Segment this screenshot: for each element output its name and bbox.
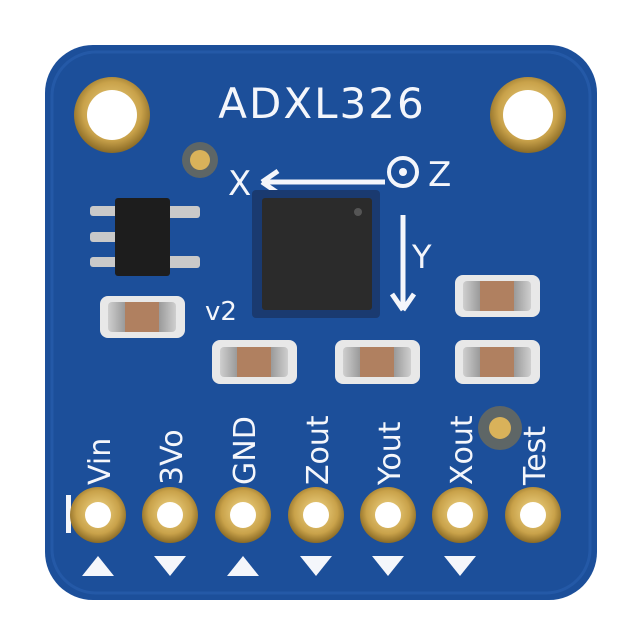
svg-text:Test: Test (518, 426, 553, 486)
axis-x-label: X (228, 164, 251, 204)
svg-text:Yout: Yout (373, 421, 408, 486)
capacitor (455, 340, 540, 384)
axis-y-label: Y (411, 238, 432, 276)
z-axis-out-icon (387, 156, 419, 188)
pin-test: Test (505, 426, 561, 543)
capacitor (335, 340, 420, 384)
pin-xout: Xout (432, 415, 488, 576)
mounting-hole-left (74, 77, 150, 153)
svg-text:Xout: Xout (445, 415, 480, 485)
axis-z-label: Z (428, 155, 451, 195)
svg-text:3Vo: 3Vo (155, 429, 190, 485)
pin-yout: Yout (360, 421, 416, 576)
board-title: ADXL326 (218, 79, 425, 128)
svg-text:Zout: Zout (301, 415, 336, 485)
pin-zout: Zout (288, 415, 344, 576)
voltage-regulator (90, 198, 200, 276)
accelerometer-chip (252, 190, 380, 318)
capacitor (212, 340, 297, 384)
capacitor (455, 275, 540, 317)
svg-text:GND: GND (228, 416, 263, 485)
svg-text:Vin: Vin (83, 438, 118, 485)
pin-gnd: GND (215, 416, 271, 576)
pin-3vo: 3Vo (142, 429, 198, 576)
pin1-marker (66, 495, 71, 533)
capacitor (100, 296, 185, 338)
revision-label: v2 (205, 297, 237, 327)
arrow-down-icon (389, 215, 417, 312)
pcb-board (45, 45, 597, 600)
mounting-hole-right (490, 77, 566, 153)
pin-vin: Vin (70, 438, 126, 576)
